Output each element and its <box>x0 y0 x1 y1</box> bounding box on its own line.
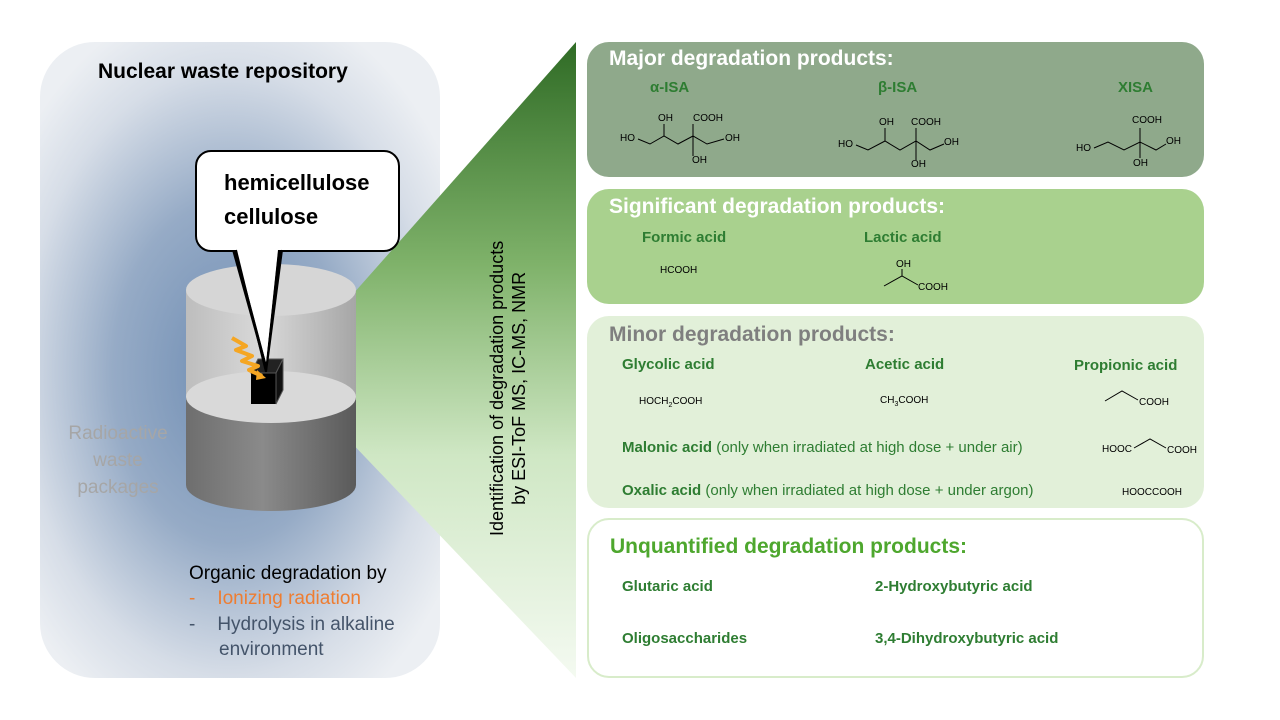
beta-isa-label: β-ISA <box>878 79 918 96</box>
xisa-structure <box>1093 128 1167 158</box>
mechanism-hydrolysis: -Hydrolysis in alkaline <box>189 614 395 635</box>
degradation-title: Organic degradation by <box>189 563 387 584</box>
glycolic-acid-formula: HOCH2COOH <box>639 396 703 409</box>
oxalic-acid-formula: HOOCCOOH <box>1122 487 1182 498</box>
major-title: Major degradation products: <box>609 47 894 70</box>
lactic-oh: OH <box>896 259 911 270</box>
alpha-isa-label: α-ISA <box>650 79 690 96</box>
cellulose-sample-cube <box>250 358 284 405</box>
lactic-acid-label: Lactic acid <box>864 229 942 246</box>
dihydroxybutyric-acid: 3,4-Dihydroxybutyric acid <box>875 630 1059 647</box>
formic-acid-formula: HCOOH <box>660 265 698 276</box>
beta-oh-right: OH <box>944 137 959 148</box>
propionic-acid-structure <box>1104 390 1139 402</box>
beta-ho: HO <box>838 139 853 150</box>
oligosaccharides: Oligosaccharides <box>622 630 748 647</box>
malonic-hooc: HOOC <box>1102 444 1132 455</box>
callout-hemicellulose: hemicellulose <box>224 170 370 195</box>
alpha-isa-structure <box>637 124 725 156</box>
beta-oh-bottom: OH <box>911 159 926 170</box>
lactic-cooh: COOH <box>918 282 948 293</box>
xisa-cooh: COOH <box>1132 115 1162 126</box>
oxalic-acid-line: Oxalic acid (only when irradiated at hig… <box>622 482 1034 499</box>
beta-oh-top: OH <box>879 117 894 128</box>
glutaric-acid: Glutaric acid <box>622 578 713 595</box>
significant-products-panel <box>587 189 1204 304</box>
alpha-oh-right: OH <box>725 133 740 144</box>
repository-title: Nuclear waste repository <box>98 60 348 83</box>
waste-label: Radioactive waste packages <box>68 423 168 498</box>
callout-cellulose: cellulose <box>224 204 319 229</box>
minor-products-panel <box>587 316 1204 508</box>
major-products-panel <box>587 42 1204 177</box>
acetic-acid-formula: CH3COOH <box>880 395 929 408</box>
glycolic-acid-label: Glycolic acid <box>622 356 715 373</box>
xisa-oh-right: OH <box>1166 136 1181 147</box>
material-callout <box>195 150 400 252</box>
propionic-cooh: COOH <box>1139 397 1169 408</box>
beta-isa-structure <box>855 128 945 160</box>
unquantified-products-panel <box>587 518 1204 678</box>
formic-acid-label: Formic acid <box>642 229 727 246</box>
alpha-cooh: COOH <box>693 113 723 124</box>
minor-title: Minor degradation products: <box>609 323 895 346</box>
radiation-icon <box>231 336 263 378</box>
alpha-ho: HO <box>620 133 635 144</box>
significant-title: Significant degradation products: <box>609 195 946 218</box>
propionic-acid-label: Propionic acid <box>1074 357 1178 374</box>
mechanism-ionizing: -Ionizing radiation <box>189 588 361 609</box>
hydroxybutyric-acid: 2-Hydroxybutyric acid <box>875 578 1033 595</box>
xisa-label: XISA <box>1118 79 1154 96</box>
waste-package-bottom <box>186 290 356 511</box>
unquantified-title: Unquantified degradation products: <box>610 535 967 558</box>
malonic-cooh: COOH <box>1167 445 1197 456</box>
acetic-acid-label: Acetic acid <box>865 356 945 373</box>
malonic-acid-line: Malonic acid (only when irradiated at hi… <box>622 439 1023 456</box>
beta-cooh: COOH <box>911 117 941 128</box>
alpha-oh-top: OH <box>658 113 673 124</box>
xisa-oh-bottom: OH <box>1133 158 1148 169</box>
xisa-ho: HO <box>1076 143 1091 154</box>
mechanism-hydrolysis-cont: environment <box>219 639 324 660</box>
alpha-oh-bottom: OH <box>692 155 707 166</box>
malonic-acid-structure <box>1133 438 1167 449</box>
